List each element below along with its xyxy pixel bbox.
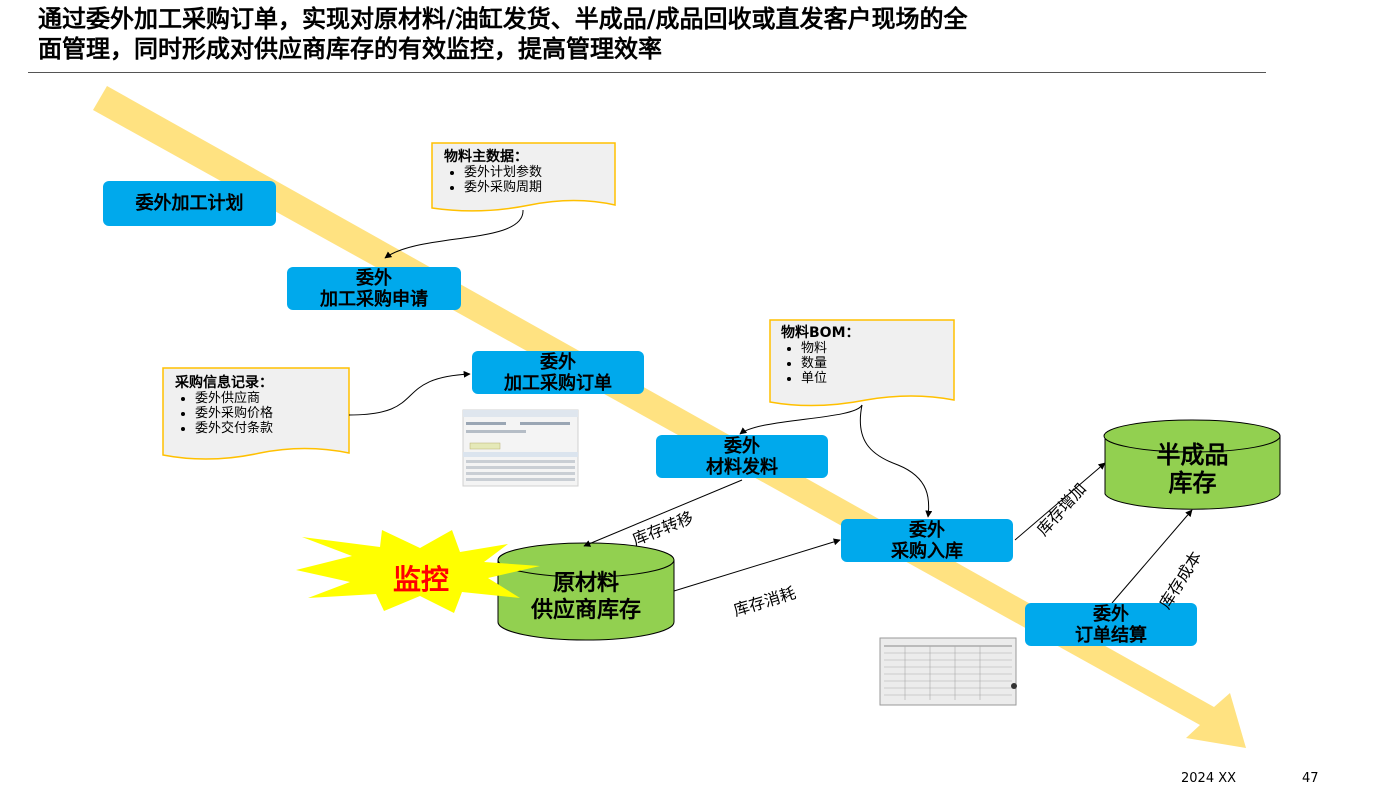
note-list-item: 委外计划参数 bbox=[464, 165, 606, 180]
purchase-order-label-2: 加工采购订单 bbox=[504, 372, 612, 394]
purchase-receipt-label-1: 委外 bbox=[909, 519, 945, 541]
title-divider bbox=[28, 72, 1266, 73]
material-master-connector bbox=[384, 209, 524, 259]
bom-to-receipt-connector bbox=[859, 404, 933, 518]
consume-arrow bbox=[673, 538, 841, 592]
note-list-item: 物料 bbox=[801, 341, 945, 356]
material-issue-label-1: 委外 bbox=[724, 435, 760, 457]
raw-material-inventory-label: 原材料 供应商库存 bbox=[498, 570, 674, 624]
material-master-note: 物料主数据： 委外计划参数 委外采购周期 bbox=[436, 146, 614, 199]
purchase-info-note-title: 采购信息记录： bbox=[175, 375, 273, 391]
purchase-info-note-list: 委外供应商 委外采购价格 委外交付条款 bbox=[175, 391, 341, 436]
semi-product-label-1: 半成品 bbox=[1156, 441, 1229, 469]
purchase-request-label-1: 委外 bbox=[356, 267, 392, 289]
increase-arrow bbox=[1014, 462, 1106, 541]
material-master-note-list: 委外计划参数 委外采购周期 bbox=[444, 165, 606, 195]
order-settlement-label-1: 委外 bbox=[1093, 603, 1129, 625]
order-form-thumbnail bbox=[462, 409, 579, 487]
outsourcing-plan-box: 委外加工计划 bbox=[103, 181, 276, 226]
bom-to-issue-connector bbox=[739, 404, 863, 435]
title-line-1: 通过委外加工采购订单，实现对原材料/油缸发货、半成品/成品回收或直发客户现场的全 bbox=[38, 5, 968, 33]
purchase-receipt-box: 委外 采购入库 bbox=[841, 519, 1013, 562]
purchase-order-label-1: 委外 bbox=[540, 351, 576, 373]
footer-date: 2024 XX bbox=[1181, 771, 1237, 786]
purchase-request-box: 委外 加工采购申请 bbox=[287, 267, 461, 310]
page-number: 47 bbox=[1302, 771, 1319, 786]
raw-material-label-1: 原材料 bbox=[552, 571, 619, 596]
purchase-info-note-shape bbox=[162, 367, 350, 460]
note-list-item: 单位 bbox=[801, 371, 945, 386]
transfer-arrow bbox=[583, 479, 743, 547]
order-settlement-label-2: 订单结算 bbox=[1075, 624, 1147, 646]
note-list-item: 委外供应商 bbox=[195, 391, 341, 406]
order-settlement-box: 委外 订单结算 bbox=[1025, 603, 1197, 646]
material-master-note-shape bbox=[431, 142, 616, 212]
note-list-item: 数量 bbox=[801, 356, 945, 371]
title-line-2: 面管理，同时形成对供应商库存的有效监控，提高管理效率 bbox=[38, 35, 662, 63]
process-flow-band bbox=[93, 86, 1246, 748]
purchase-info-note: 采购信息记录： 委外供应商 委外采购价格 委外交付条款 bbox=[167, 372, 349, 440]
cost-arrow bbox=[1111, 509, 1193, 604]
semi-product-cylinder bbox=[1103, 419, 1281, 510]
raw-material-cylinder bbox=[497, 542, 675, 641]
material-bom-note: 物料BOM： 物料 数量 单位 bbox=[773, 322, 953, 390]
purchase-request-label-2: 加工采购申请 bbox=[320, 288, 428, 310]
material-bom-note-title: 物料BOM： bbox=[781, 325, 860, 341]
monitor-label: 监控 bbox=[393, 563, 450, 596]
settlement-sheet-thumbnail bbox=[879, 637, 1017, 706]
material-master-note-title: 物料主数据： bbox=[444, 149, 528, 165]
material-issue-label-2: 材料发料 bbox=[706, 456, 778, 478]
purchase-order-box: 委外 加工采购订单 bbox=[472, 351, 644, 394]
monitor-starburst bbox=[296, 530, 540, 613]
page-title: 通过委外加工采购订单，实现对原材料/油缸发货、半成品/成品回收或直发客户现场的全… bbox=[38, 4, 1268, 64]
material-bom-note-list: 物料 数量 单位 bbox=[781, 341, 945, 386]
note-list-item: 委外采购周期 bbox=[464, 180, 606, 195]
semi-product-inventory-label: 半成品 库存 bbox=[1105, 441, 1280, 497]
purchase-receipt-label-2: 采购入库 bbox=[891, 540, 963, 562]
note-list-item: 委外采购价格 bbox=[195, 406, 341, 421]
material-issue-box: 委外 材料发料 bbox=[656, 435, 828, 478]
raw-material-label-2: 供应商库存 bbox=[530, 598, 641, 623]
semi-product-label-2: 库存 bbox=[1168, 469, 1217, 497]
material-bom-note-shape bbox=[769, 319, 955, 407]
purchase-info-connector bbox=[348, 370, 471, 416]
note-list-item: 委外交付条款 bbox=[195, 421, 341, 436]
outsourcing-plan-label: 委外加工计划 bbox=[135, 193, 244, 214]
